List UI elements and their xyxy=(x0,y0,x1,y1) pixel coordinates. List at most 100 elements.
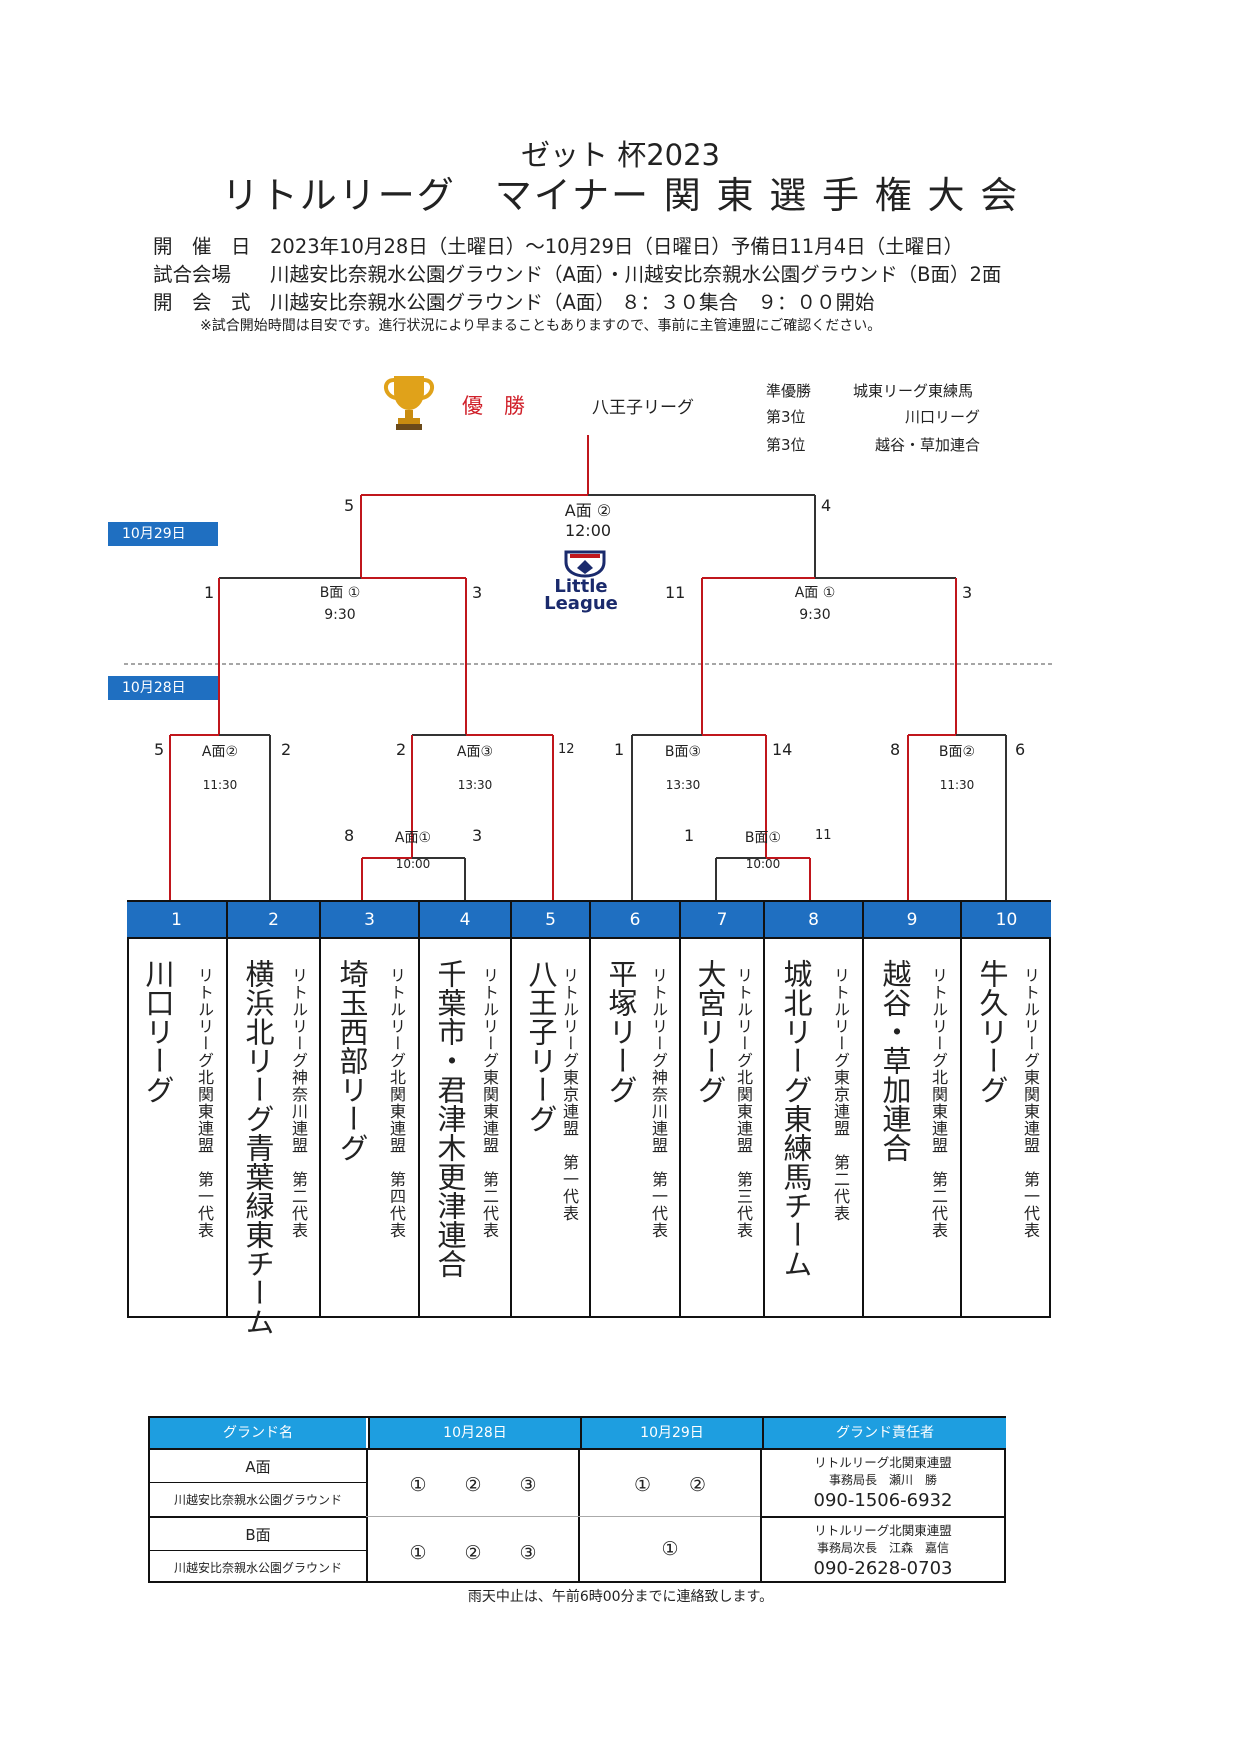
r2-score-left: 1 xyxy=(684,826,695,845)
schedule-b-day2: ① xyxy=(661,1538,679,1560)
q4-score-left: 8 xyxy=(890,740,901,759)
team-name: 城北リーグ東練馬チーム xyxy=(779,959,813,1278)
team-league: リトルリーグ北関東連盟 第二代表 xyxy=(929,967,948,1239)
semi-left-score-right: 3 xyxy=(472,583,483,602)
team-number: 7 xyxy=(679,902,763,939)
team-number: 3 xyxy=(319,902,418,939)
q2-score-right: 12 xyxy=(558,742,575,757)
little-league-logo-icon xyxy=(564,550,606,578)
team-cell: リトルリーグ東関東連盟 第二代表千葉市・君津木更津連合 xyxy=(418,937,510,1317)
team-number: 1 xyxy=(127,902,226,939)
team-league: リトルリーグ北関東連盟 第一代表 xyxy=(195,967,214,1239)
team-number: 2 xyxy=(226,902,319,939)
team-number: 4 xyxy=(418,902,510,939)
teams-table xyxy=(127,900,1051,1318)
team-name: 平塚リーグ xyxy=(604,959,638,1104)
schedule-b-contact-person: 事務局次長 江森 嘉信 xyxy=(816,1541,949,1555)
team-number: 5 xyxy=(510,902,589,939)
info-note: ※試合開始時間は目安です。進行状況により早まることもありますので、事前に主管連盟… xyxy=(200,318,882,334)
schedule-a-name: A面 xyxy=(245,1458,271,1476)
third-label-1: 第3位 xyxy=(766,408,806,426)
final-score-left: 5 xyxy=(344,496,355,515)
third-label-2: 第3位 xyxy=(766,436,806,454)
schedule-b-contact-org: リトルリーグ北関東連盟 xyxy=(814,1523,952,1538)
r1-score-right: 3 xyxy=(472,826,483,845)
team-name: 千葉市・君津木更津連合 xyxy=(433,959,467,1278)
team-cell: リトルリーグ東関東連盟 第一代表牛久リーグ xyxy=(960,937,1051,1317)
bracket-lines xyxy=(124,435,1052,903)
team-cell: リトルリーグ神奈川連盟 第二代表横浜北リーグ青葉緑東チーム xyxy=(226,937,319,1336)
runner-up-team: 城東リーグ東練馬 xyxy=(853,382,974,400)
schedule-b-contact-phone: 090-2628-0703 xyxy=(813,1558,953,1579)
schedule-b-day1: ① ② ③ xyxy=(409,1542,537,1564)
schedule-header-day1: 10月28日 xyxy=(368,1418,580,1448)
schedule-b-name: B面 xyxy=(245,1526,271,1544)
schedule-a-day1: ① ② ③ xyxy=(409,1474,537,1496)
semi-right-score-left: 11 xyxy=(665,583,686,602)
semi-right-time: 9:30 xyxy=(799,607,831,623)
q3-field: B面③ xyxy=(664,744,702,760)
q3-score-left: 1 xyxy=(614,740,625,759)
team-name: 牛久リーグ xyxy=(975,959,1009,1104)
semi-left-time: 9:30 xyxy=(324,607,356,623)
sponsor-title: ゼット 杯2023 xyxy=(520,138,721,172)
semi-right-field: A面 ① xyxy=(794,585,836,601)
q1-score-left: 5 xyxy=(154,740,165,759)
info-dates: 開 催 日 2023年10月28日（土曜日）～10月29日（日曜日）予備日11月… xyxy=(153,235,964,258)
schedule-header-contact: グランド責任者 xyxy=(762,1418,1006,1448)
team-cell: リトルリーグ北関東連盟 第四代表埼玉西部リーグ xyxy=(319,937,418,1317)
team-cell: リトルリーグ神奈川連盟 第一代表平塚リーグ xyxy=(589,937,679,1317)
team-name: 越谷・草加連合 xyxy=(878,959,912,1162)
team-league: リトルリーグ東関東連盟 第二代表 xyxy=(480,967,499,1239)
r1-score-left: 8 xyxy=(344,826,355,845)
final-score-right: 4 xyxy=(821,496,832,515)
champion-label: 優 勝 xyxy=(462,394,525,418)
semi-left-score-left: 1 xyxy=(204,583,215,602)
q4-field: B面② xyxy=(938,744,976,760)
q3-score-right: 14 xyxy=(772,740,793,759)
team-header-divider xyxy=(127,937,1051,939)
team-name: 八王子リーグ xyxy=(524,959,558,1133)
r2-score-right: 11 xyxy=(815,828,832,843)
team-number: 9 xyxy=(862,902,960,939)
team-number: 6 xyxy=(589,902,679,939)
logo-line-1: Little xyxy=(554,576,608,597)
q2-field: A面③ xyxy=(456,744,494,760)
runner-up-label: 準優勝 xyxy=(766,382,812,400)
team-name: 川口リーグ xyxy=(141,959,175,1104)
team-cell: リトルリーグ北関東連盟 第三代表大宮リーグ xyxy=(679,937,763,1317)
schedule-a-contact-org: リトルリーグ北関東連盟 xyxy=(814,1455,952,1470)
little-league-logo-text: Little League xyxy=(526,576,636,614)
team-cell: リトルリーグ北関東連盟 第一代表 川口リーグ xyxy=(127,937,226,1317)
logo-line-2: League xyxy=(544,593,618,614)
day-tag-oct28: 10月28日 xyxy=(108,676,218,700)
info-venue: 試合会場 川越安比奈親水公園グラウンド（A面）・川越安比奈親水公園グラウンド（B… xyxy=(153,263,1002,286)
team-league: リトルリーグ東京連盟 第二代表 xyxy=(831,967,850,1222)
trophy-icon xyxy=(384,376,434,430)
team-cell: リトルリーグ東京連盟 第二代表城北リーグ東練馬チーム xyxy=(763,937,862,1317)
schedule-a-contact-person: 事務局長 瀬川 勝 xyxy=(828,1473,937,1487)
r1-time: 10:00 xyxy=(395,857,431,871)
schedule-header-day2: 10月29日 xyxy=(580,1418,762,1448)
day-tag-oct29: 10月29日 xyxy=(108,522,218,546)
schedule-a-ground: 川越安比奈親水公園グラウンド xyxy=(173,1493,342,1507)
schedule-table xyxy=(148,1416,1006,1583)
q2-time: 13:30 xyxy=(457,778,493,792)
semi-right-score-right: 3 xyxy=(962,583,973,602)
q4-time: 11:30 xyxy=(939,778,975,792)
schedule-header-ground: グランド名 xyxy=(150,1418,366,1448)
r2-field: B面① xyxy=(744,830,782,846)
team-league: リトルリーグ北関東連盟 第四代表 xyxy=(387,967,406,1239)
team-number: 10 xyxy=(960,902,1051,939)
q2-score-left: 2 xyxy=(396,740,407,759)
team-number: 8 xyxy=(763,902,862,939)
champion-team: 八王子リーグ xyxy=(592,398,694,418)
q4-score-right: 6 xyxy=(1015,740,1026,759)
schedule-b-ground: 川越安比奈親水公園グラウンド xyxy=(173,1561,342,1575)
team-name: 大宮リーグ xyxy=(693,959,727,1104)
q1-time: 11:30 xyxy=(202,778,238,792)
semi-left-field: B面 ① xyxy=(319,585,361,601)
team-league: リトルリーグ東関東連盟 第一代表 xyxy=(1021,967,1040,1239)
final-time: 12:00 xyxy=(564,521,612,540)
third-team-1: 川口リーグ xyxy=(904,408,980,426)
